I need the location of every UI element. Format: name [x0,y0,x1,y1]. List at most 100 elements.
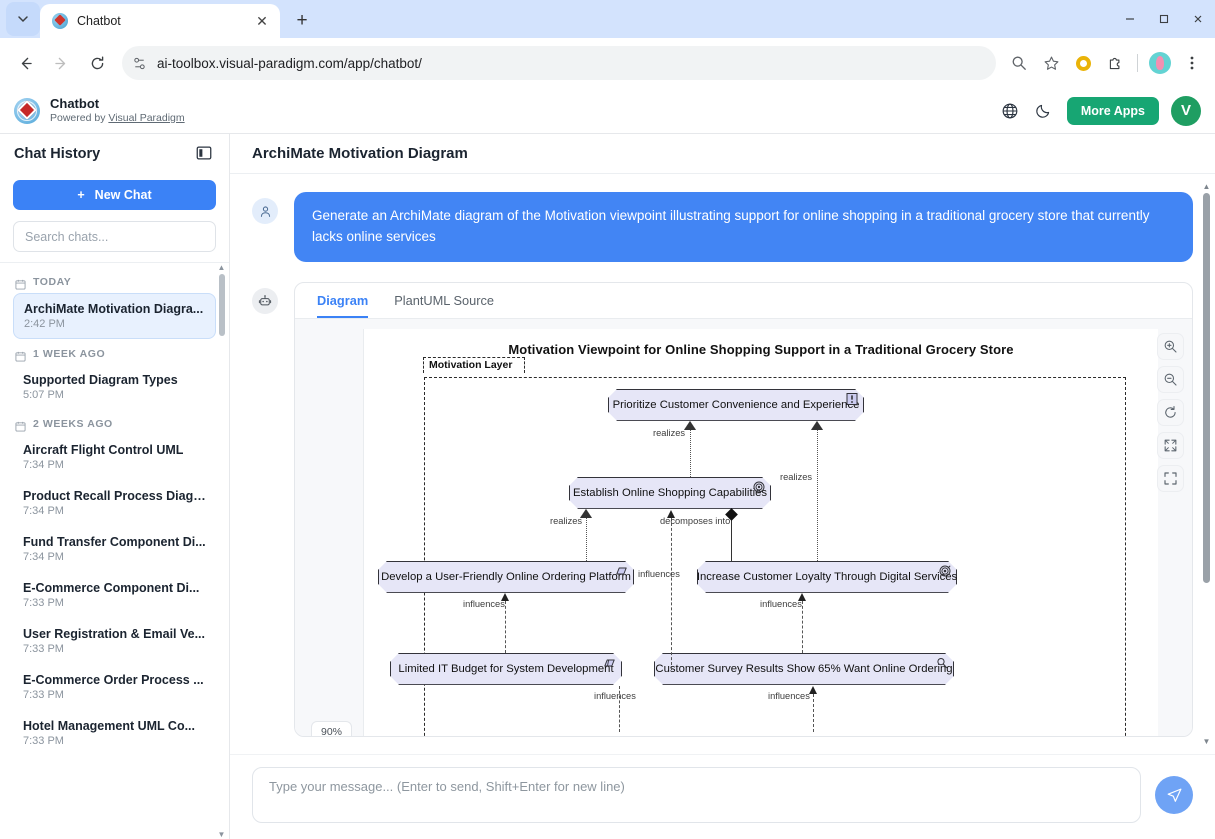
sidebar-scroll-up-icon[interactable]: ▲ [217,263,226,272]
diagram-node-assessment[interactable]: Customer Survey Results Show 65% Want On… [654,653,954,685]
chat-group-header: 1 WEEK AGO [13,341,216,365]
card-tab-diagram[interactable]: Diagram [317,293,369,318]
chat-group-label: 1 WEEK AGO [33,348,106,360]
chat-list-item[interactable]: User Registration & Email Ve...7:33 PM [13,619,216,663]
conv-scroll-down-icon[interactable]: ▼ [1202,737,1211,746]
edge-arrow-realizes [580,508,592,518]
edge-label: influences [463,598,505,609]
main-panel: ArchiMate Motivation Diagram Generate an… [230,134,1215,839]
browser-menu-icon[interactable] [1177,48,1207,78]
diagram-node-constraint[interactable]: Limited IT Budget for System Development [390,653,622,685]
sidebar-header: Chat History [0,134,229,174]
diagram-zoom-controls [1157,332,1184,492]
conversation-area: Generate an ArchiMate diagram of the Mot… [230,174,1215,754]
reload-button[interactable] [80,46,114,80]
send-button[interactable] [1155,776,1193,814]
constraint-icon [604,657,616,669]
back-button[interactable] [8,46,42,80]
chat-list-item[interactable]: Product Recall Process Diagr...7:34 PM [13,481,216,525]
window-maximize-button[interactable] [1147,2,1181,36]
edge-arrow-realizes [684,420,696,430]
user-message-bubble: Generate an ArchiMate diagram of the Mot… [294,192,1193,262]
window-close-button[interactable] [1181,2,1215,36]
edge-label: decomposes into [660,515,731,526]
diagram-card: Diagram PlantUML Source Motivation Viewpo… [294,281,1193,737]
new-chat-button[interactable]: + New Chat [13,180,216,210]
zoom-percent-badge: 90% [311,720,353,736]
chat-item-time: 7:34 PM [23,551,64,563]
chat-list-item[interactable]: ArchiMate Motivation Diagra...2:42 PM [13,293,216,339]
edge-line [817,429,818,561]
edge-label: realizes [780,471,813,482]
bookmark-star-icon[interactable] [1036,48,1066,78]
diagram-node-requirement[interactable]: Develop a User-Friendly Online Ordering … [378,561,634,593]
chat-list-item[interactable]: E-Commerce Component Di...7:33 PM [13,573,216,617]
edge-arrow-realizes [811,420,823,430]
user-avatar[interactable]: V [1171,95,1201,126]
chat-item-time: 7:33 PM [23,735,64,747]
extension-ring-icon[interactable] [1068,48,1098,78]
language-globe-icon[interactable] [999,100,1021,122]
node-label: Develop a User-Friendly Online Ordering … [381,570,631,583]
tab-close-icon[interactable]: ✕ [256,12,268,29]
message-input[interactable] [252,767,1141,823]
app-header: Chatbot Powered by Visual Paradigm More … [0,88,1215,134]
omnibar-search-icon[interactable] [1004,48,1034,78]
url-bar[interactable]: ai-toolbox.visual-paradigm.com/app/chatb… [122,46,996,80]
window-minimize-button[interactable] [1113,2,1147,36]
reset-icon[interactable] [1157,398,1184,426]
user-message-row: Generate an ArchiMate diagram of the Mot… [252,192,1193,262]
zoom-out-icon[interactable] [1157,365,1184,393]
outcome-icon [939,565,951,577]
goal-icon [753,481,765,493]
fit-icon[interactable] [1157,431,1184,459]
more-apps-button[interactable]: More Apps [1066,96,1159,125]
zoom-in-icon[interactable] [1157,332,1184,360]
sidebar-scroll-thumb[interactable] [218,274,225,336]
edge-label: influences [594,690,636,701]
browser-profile-avatar[interactable] [1145,48,1175,78]
visual-paradigm-link[interactable]: Visual Paradigm [108,111,185,124]
url-text: ai-toolbox.visual-paradigm.com/app/chatb… [157,55,422,71]
edge-arrow-influences [798,592,806,601]
dark-mode-moon-icon[interactable] [1033,100,1055,122]
main-header: ArchiMate Motivation Diagram [230,134,1215,174]
diagram-node-goal[interactable]: Establish Online Shopping Capabilities [569,477,771,509]
diagram-canvas-wrapper[interactable]: Motivation Viewpoint for Online Shopping… [295,318,1192,736]
send-icon [1167,788,1181,802]
extensions-puzzle-icon[interactable] [1100,48,1130,78]
chat-item-time: 7:33 PM [23,643,64,655]
chat-list-item[interactable]: Fund Transfer Component Di...7:34 PM [13,527,216,571]
panel-toggle-icon[interactable] [195,144,215,164]
chat-list-item[interactable]: Aircraft Flight Control UML 7:34 PM [13,435,216,479]
new-tab-button[interactable]: + [296,10,308,31]
conv-scroll-up-icon[interactable]: ▲ [1202,182,1211,191]
sidebar-scroll-down-icon[interactable]: ▼ [217,830,226,839]
forward-button[interactable] [44,46,78,80]
diagram-canvas[interactable]: Motivation Viewpoint for Online Shopping… [363,328,1158,736]
chat-group-label: 2 WEEKS AGO [33,418,113,430]
conv-scroll-thumb[interactable] [1203,193,1210,583]
browser-tab[interactable]: Chatbot ✕ [40,4,280,38]
sidebar-scrollbar[interactable]: ▲ ▼ [217,263,226,839]
chat-item-time: 7:34 PM [23,459,64,471]
diagram-node-outcome[interactable]: Increase Customer Loyalty Through Digita… [697,561,957,593]
fullscreen-icon[interactable] [1157,464,1184,492]
card-tab-plantuml-source[interactable]: PlantUML Source [394,292,495,308]
chat-group-header: TODAY [13,269,216,293]
diagram-node-driver[interactable]: Prioritize Customer Convenience and Expe… [608,389,864,421]
edge-label: influences [638,568,680,579]
search-chats-input[interactable] [13,221,216,252]
sidebar-heading: Chat History [14,146,101,162]
edge-line [505,600,506,653]
conversation-scrollbar[interactable]: ▲ ▼ [1201,182,1212,746]
tab-search-chevron-icon[interactable] [6,2,40,36]
chat-list-item[interactable]: E-Commerce Order Process ...7:33 PM [13,665,216,709]
driver-icon [846,393,858,405]
calendar-icon [15,277,26,290]
node-label: Customer Survey Results Show 65% Want On… [655,662,953,675]
chat-list-item[interactable]: Hotel Management UML Co...7:33 PM [13,711,216,755]
chat-item-title: Aircraft Flight Control UML [23,443,184,457]
